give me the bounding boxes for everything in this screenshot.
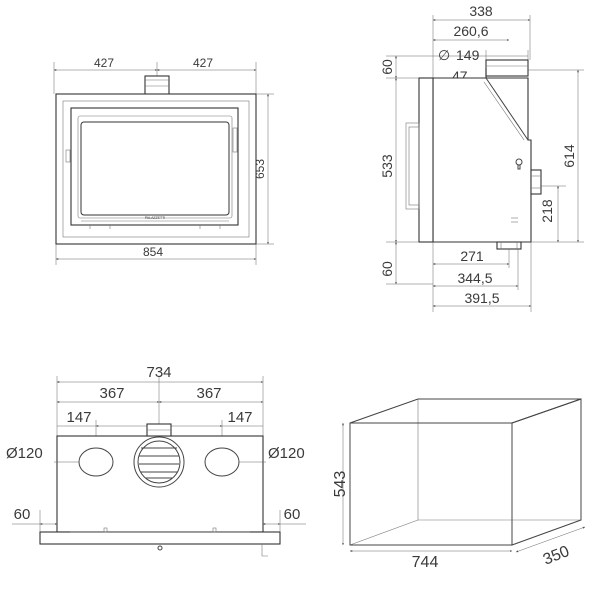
top-view: 734 367 367 147 147 bbox=[6, 364, 306, 557]
front-view: 427 427 PALAZZETTI 653 bbox=[53, 56, 274, 265]
side-top-offset-label: 60 bbox=[379, 59, 395, 75]
top-central-flue bbox=[133, 436, 185, 488]
front-brand-logo: PALAZZETTI bbox=[145, 216, 166, 220]
box-width-label: 744 bbox=[412, 554, 439, 571]
top-hole-dia-left-label: Ø120 bbox=[6, 445, 43, 462]
box-height-label: 543 bbox=[332, 471, 349, 498]
front-half-left-label: 427 bbox=[94, 56, 114, 70]
side-view: 338 260,6 ∅ 149 47 bbox=[379, 3, 584, 312]
side-flue-offset-label: 260,6 bbox=[453, 23, 488, 39]
side-flue-pipe bbox=[485, 59, 529, 77]
side-depth-total-label: 338 bbox=[469, 3, 493, 19]
box-side-face bbox=[511, 398, 582, 546]
side-front-plate bbox=[418, 77, 434, 243]
side-diameter-symbol: ∅ bbox=[438, 47, 450, 63]
top-body bbox=[56, 435, 264, 533]
top-side-left-label: 60 bbox=[14, 506, 31, 523]
box-view: 543 744 350 bbox=[332, 398, 586, 571]
front-half-right-label: 427 bbox=[193, 56, 213, 70]
top-width-total-label: 734 bbox=[146, 364, 171, 381]
box-front-face bbox=[349, 422, 513, 546]
side-front-height-label: 533 bbox=[379, 154, 395, 178]
side-outlet-height-label: 218 bbox=[539, 199, 555, 223]
front-door-glass bbox=[80, 121, 230, 216]
side-total-height-label: 614 bbox=[561, 144, 577, 168]
side-bottom-offset-label: 60 bbox=[379, 261, 395, 277]
top-front-plate bbox=[39, 531, 281, 545]
side-door-profile bbox=[405, 122, 420, 210]
top-hole-dia-right-label: Ø120 bbox=[268, 445, 305, 462]
top-hole-offset-right-label: 147 bbox=[227, 409, 252, 426]
front-flue-collar bbox=[144, 75, 170, 96]
side-body bbox=[432, 68, 532, 243]
front-width-label: 854 bbox=[143, 245, 163, 259]
top-hole-offset-left-label: 147 bbox=[66, 409, 91, 426]
side-bottom-3-label: 391,5 bbox=[464, 290, 499, 306]
top-half-right-label: 367 bbox=[196, 385, 221, 402]
side-outlet bbox=[530, 169, 542, 195]
side-bottom-2-label: 344,5 bbox=[457, 270, 492, 286]
side-bottom-outlet bbox=[496, 241, 522, 250]
box-depth-dimension bbox=[515, 526, 586, 553]
box-depth-label: 350 bbox=[541, 543, 572, 569]
top-side-right-label: 60 bbox=[284, 506, 301, 523]
front-height-label: 653 bbox=[253, 159, 267, 179]
side-flue-diameter-label: 149 bbox=[456, 47, 480, 63]
top-half-left-label: 367 bbox=[99, 385, 124, 402]
side-bottom-1-label: 271 bbox=[460, 248, 484, 264]
